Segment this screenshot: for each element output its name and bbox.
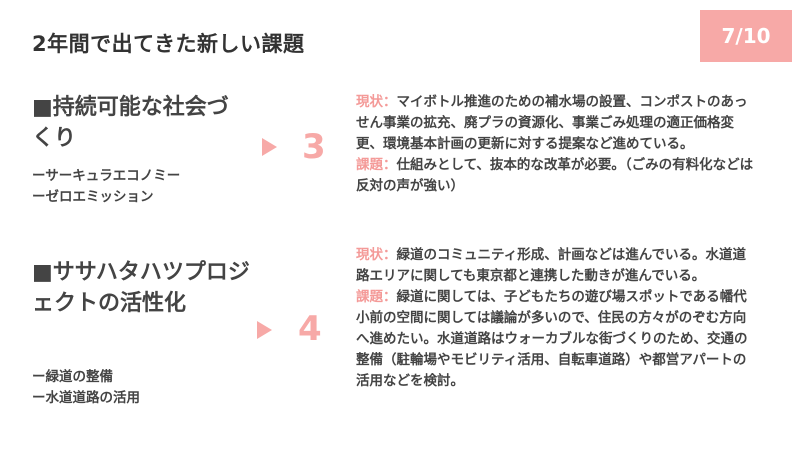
slide-title: 2年間で出てきた新しい課題 (32, 32, 305, 56)
issue-label: 課題： (356, 157, 397, 173)
status-label: 現状： (356, 247, 397, 263)
detail-text: 現状：緑道のコミュニティ形成、計画などは進んでいる。水道道路エリアに関しても東京… (356, 245, 756, 392)
sub-item: ーゼロエミッション (32, 189, 154, 205)
issue-label: 課題： (356, 289, 397, 305)
section-sustainable-society: ■持続可能な社会づくり ーサーキュラエコノミー ーゼロエミッション 3 現状：マ… (0, 92, 800, 222)
arrow-right-icon (262, 138, 277, 156)
status-paragraph: 現状：マイボトル推進のための補水場の設置、コンポストのあっせん事業の拡充、廃プラ… (356, 92, 756, 155)
issue-paragraph: 課題：仕組みとして、抜本的な改革が必要。（ごみの有料化などは反対の声が強い） (356, 155, 756, 197)
arrow-right-icon (257, 321, 272, 339)
status-text: マイボトル推進のための補水場の設置、コンポストのあっせん事業の拡充、廃プラの資源… (356, 94, 748, 152)
issue-paragraph: 課題：緑道に関しては、子どもたちの遊び場スポットである幡代小前の空間に関しては議… (356, 287, 756, 392)
topic-heading: ■ササハタハツプロジェクトの活性化 (32, 260, 250, 316)
status-label: 現状： (356, 94, 397, 110)
score-value: 4 (298, 309, 322, 349)
issue-text: 仕組みとして、抜本的な改革が必要。（ごみの有料化などは反対の声が強い） (356, 157, 754, 194)
detail-text: 現状：マイボトル推進のための補水場の設置、コンポストのあっせん事業の拡充、廃プラ… (356, 92, 756, 197)
topic-sub-items: ー緑道の整備 ー水道道路の活用 (32, 367, 252, 409)
section-sasahatahatsu-project: ■ササハタハツプロジェクトの活性化 ー緑道の整備 ー水道道路の活用 4 現状：緑… (0, 245, 800, 440)
page-indicator-badge: 7/10 (700, 10, 792, 62)
sub-item: ー緑道の整備 (32, 369, 113, 385)
status-paragraph: 現状：緑道のコミュニティ形成、計画などは進んでいる。水道道路エリアに関しても東京… (356, 245, 756, 287)
topic-heading: ■持続可能な社会づくり (32, 95, 229, 151)
issue-text: 緑道に関しては、子どもたちの遊び場スポットである幡代小前の空間に関しては議論が多… (356, 289, 748, 389)
status-text: 緑道のコミュニティ形成、計画などは進んでいる。水道道路エリアに関しても東京都と連… (356, 247, 747, 284)
sub-item: ー水道道路の活用 (32, 390, 140, 406)
topic-sub-items: ーサーキュラエコノミー ーゼロエミッション (32, 166, 252, 208)
score-value: 3 (302, 127, 326, 167)
sub-item: ーサーキュラエコノミー (32, 168, 181, 184)
